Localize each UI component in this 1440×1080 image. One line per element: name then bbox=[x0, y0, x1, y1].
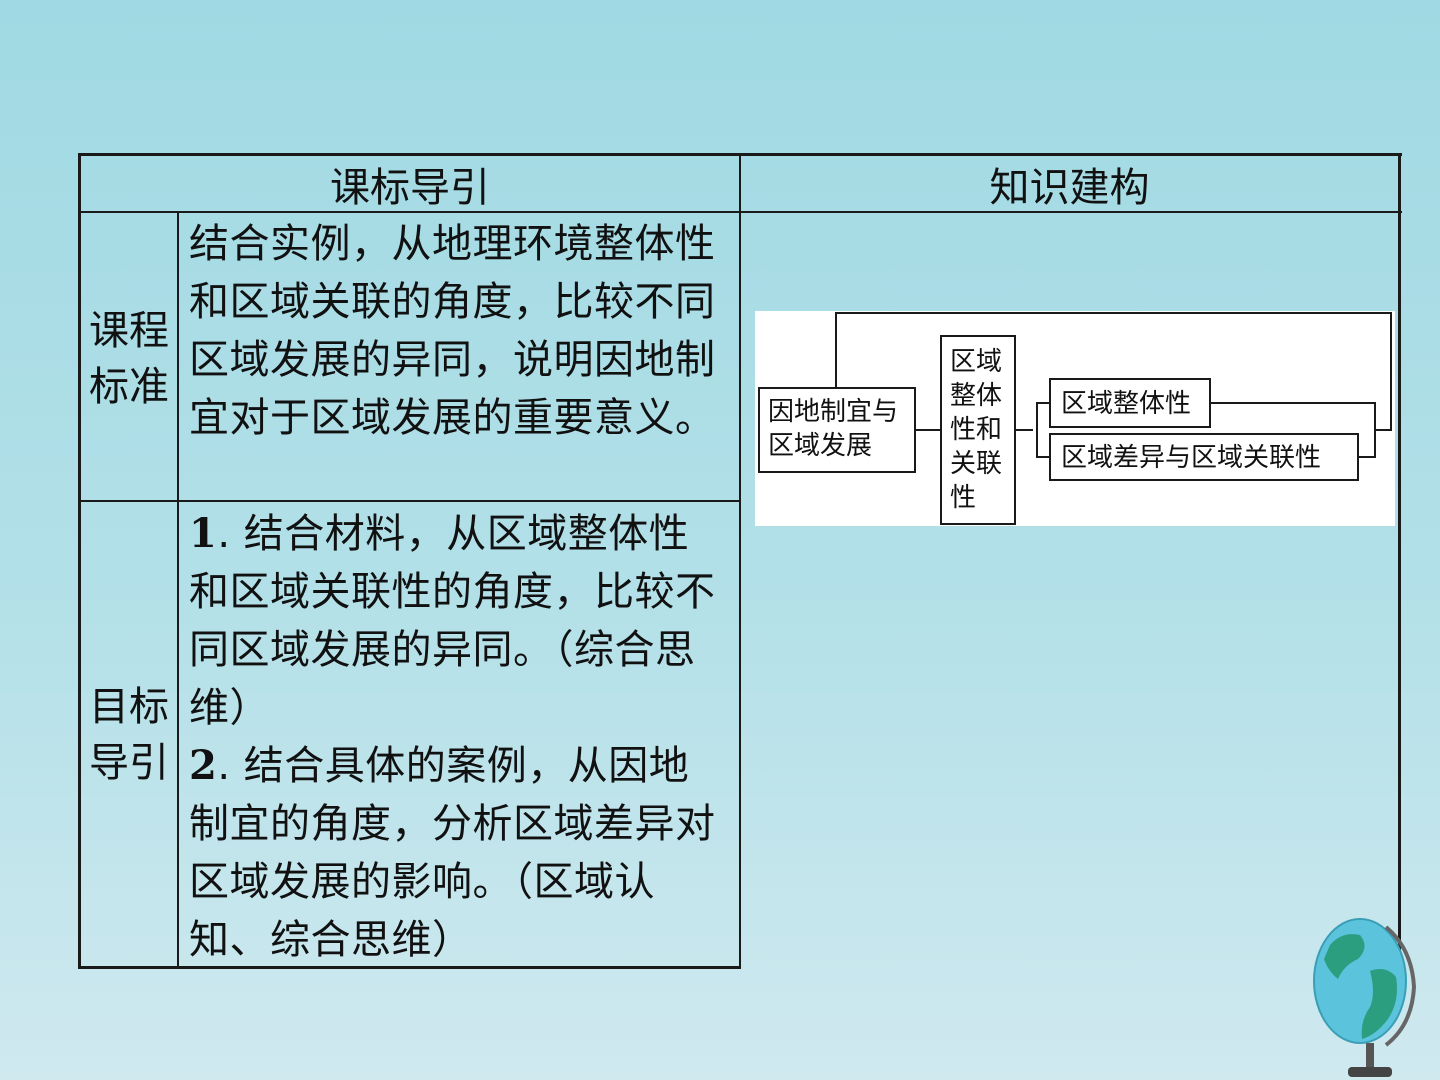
table-row-divider bbox=[78, 500, 741, 502]
diagram-node-root: 因地制宜与区域发展 bbox=[758, 387, 916, 473]
table-border-left bbox=[78, 153, 81, 969]
connector-outer-loop bbox=[835, 312, 1392, 431]
goal-item-text: . 结合具体的案例，从因地制宜的角度，分析区域差异对区域发展的影响。（区域认知、… bbox=[189, 743, 716, 963]
goal-item: 2. 结合具体的案例，从因地制宜的角度，分析区域差异对区域发展的影响。（区域认知… bbox=[189, 737, 729, 969]
goal-item-number: 2 bbox=[189, 742, 218, 789]
row-label-curriculum-standard: 课程标准 bbox=[89, 308, 169, 410]
goal-guide-list: 1. 结合材料，从区域整体性和区域关联性的角度，比较不同区域发展的异同。（综合思… bbox=[189, 505, 729, 969]
diagram-node-difference: 区域差异与区域关联性 bbox=[1049, 433, 1359, 481]
table-border-bottom bbox=[78, 966, 741, 969]
knowledge-structure-diagram: 因地制宜与区域发展 区域整体性和关联性 区域整体性 区域差异与区域关联性 bbox=[755, 311, 1395, 526]
connector-bracket-right bbox=[1211, 402, 1376, 458]
diagram-node-integrity: 区域整体性 bbox=[1049, 378, 1211, 428]
guide-table: 课标导引 知识建构 课程标准 结合实例，从地理环境整体性和区域关联的角度，比较不… bbox=[78, 153, 1402, 969]
goal-item-number: 1 bbox=[189, 510, 218, 557]
row-label-goal-guide: 目标导引 bbox=[89, 684, 169, 786]
goal-item: 1. 结合材料，从区域整体性和区域关联性的角度，比较不同区域发展的异同。（综合思… bbox=[189, 505, 729, 737]
header-knowledge-structure: 知识建构 bbox=[989, 164, 1150, 211]
goal-item-text: . 结合材料，从区域整体性和区域关联性的角度，比较不同区域发展的异同。（综合思维… bbox=[189, 511, 716, 731]
diagram-node-middle: 区域整体性和关联性 bbox=[940, 335, 1016, 525]
globe-icon bbox=[1313, 918, 1417, 1077]
connector-bracket-left bbox=[1036, 402, 1049, 458]
table-column-divider bbox=[739, 153, 741, 969]
curriculum-standard-text: 结合实例，从地理环境整体性和区域关联的角度，比较不同区域发展的异同，说明因地制宜… bbox=[189, 221, 716, 441]
table-border-right bbox=[1398, 153, 1401, 969]
table-label-divider bbox=[177, 211, 179, 969]
header-curriculum-guide: 课标导引 bbox=[330, 164, 490, 211]
diagram-connectors bbox=[835, 312, 1392, 458]
